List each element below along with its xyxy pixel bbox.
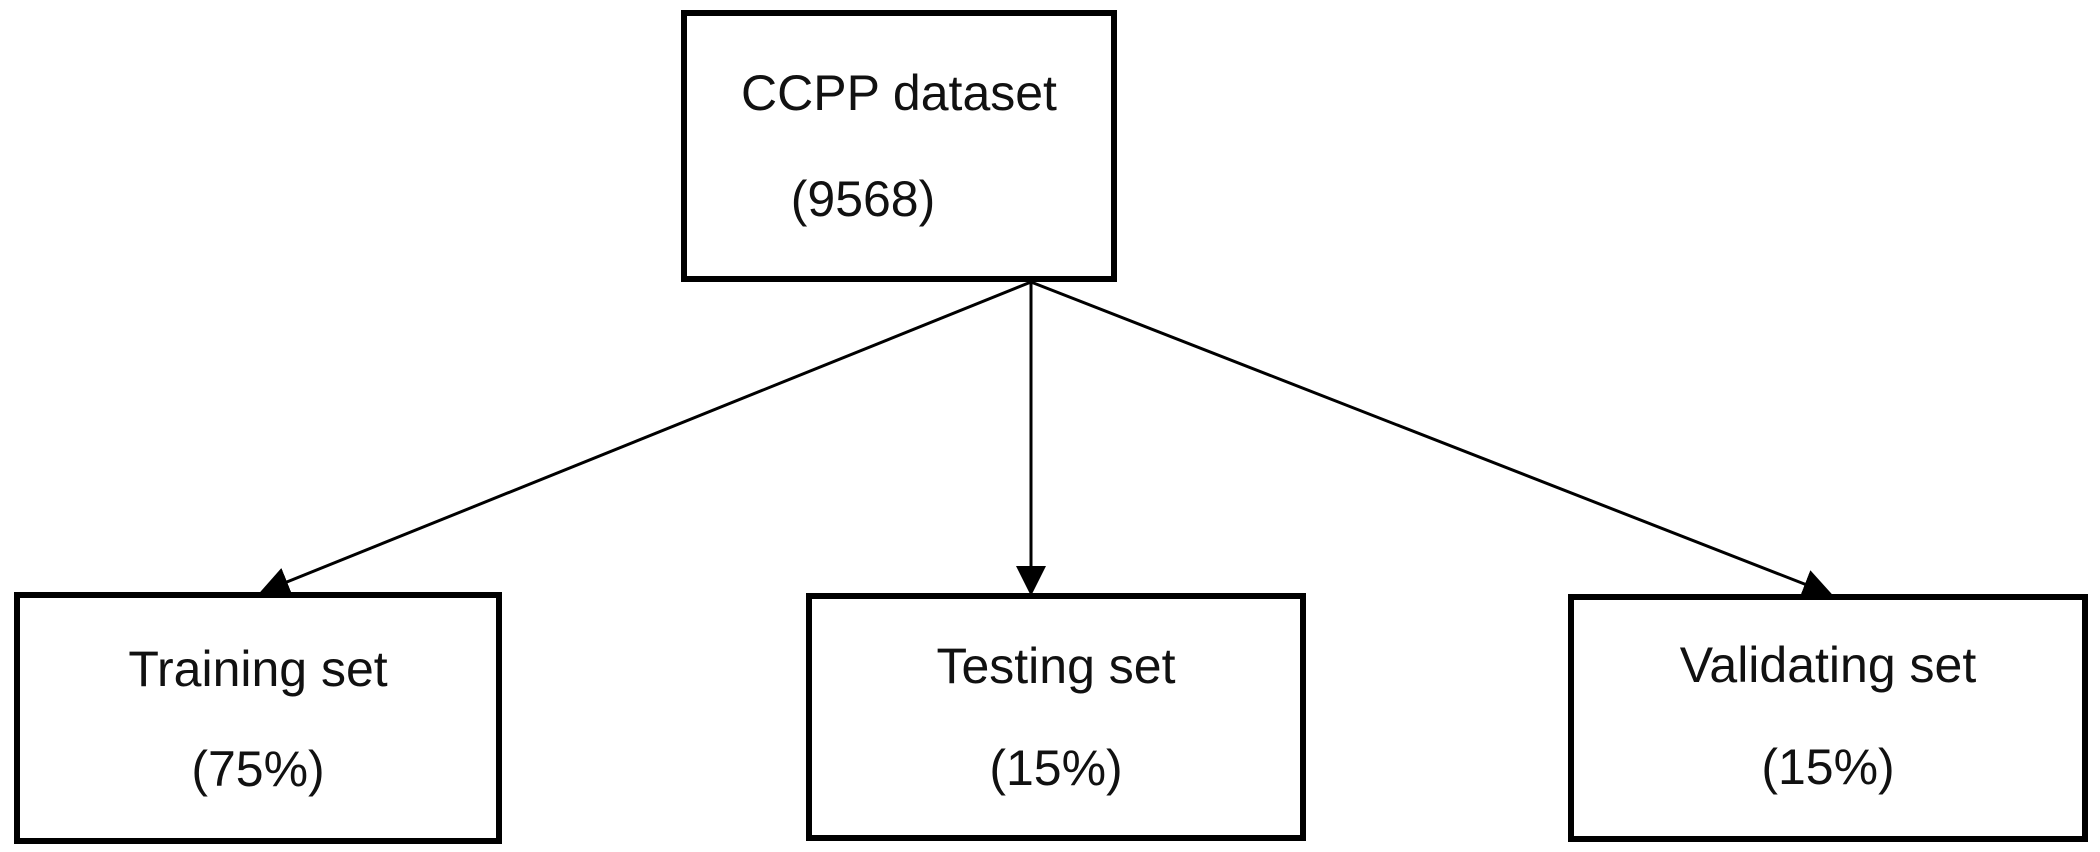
arrow-to-training (259, 280, 1032, 596)
training-set-title: Training set (128, 641, 388, 697)
dataset-node: CCPP dataset (9568) (681, 10, 1117, 282)
dataset-count: (9568) (790, 171, 936, 227)
testing-set-node: Testing set (15%) (806, 593, 1306, 841)
training-set-share: (75%) (191, 741, 325, 797)
dataset-title: CCPP dataset (741, 65, 1057, 121)
testing-set-title: Testing set (936, 638, 1176, 694)
testing-set-share: (15%) (989, 740, 1123, 796)
validating-set-node: Validating set (15%) (1568, 594, 2088, 842)
arrow-to-validating (1030, 280, 1833, 599)
validating-set-share: (15%) (1761, 739, 1895, 795)
validating-set-title: Validating set (1679, 637, 1977, 693)
training-set-node: Training set (75%) (14, 592, 502, 844)
